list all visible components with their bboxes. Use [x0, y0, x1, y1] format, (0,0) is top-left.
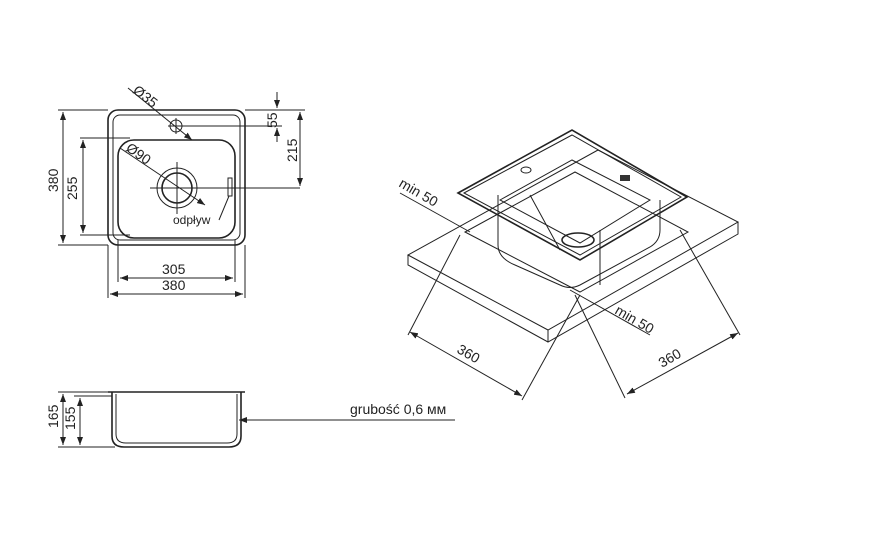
overflow-icon: [227, 177, 233, 197]
overall-height-dim: 380: [45, 168, 61, 192]
min-margin-left: min 50: [397, 175, 442, 210]
bowl-height-dim: 255: [64, 176, 80, 200]
cutout-right-dim: 360: [656, 345, 684, 371]
cutout-left-dim: 360: [455, 341, 483, 367]
drain-label: odpływ: [173, 213, 211, 227]
bowl-depth-dim: 155: [62, 406, 78, 430]
drain-diameter-label: Ø90: [123, 139, 154, 167]
rim-inner: [112, 114, 241, 241]
tap-hole-diameter-label: Ø35: [130, 82, 161, 111]
side-view: 165 155 grubość 0,6 мм: [45, 391, 455, 448]
thickness-label: grubość 0,6 мм: [350, 401, 446, 417]
tap-offset-dim: 55: [264, 112, 280, 128]
top-view: Ø35 Ø90 odpływ 380 255 305 380 55 215: [45, 82, 305, 298]
min-margin-right: min 50: [613, 302, 658, 337]
drain-icon-iso: [561, 232, 595, 248]
overall-width-dim: 380: [162, 277, 186, 293]
overflow-icon-iso: [620, 175, 630, 181]
overall-depth-dim: 165: [45, 404, 61, 428]
sink-rim-iso: [456, 129, 689, 261]
drain-offset-dim: 215: [284, 138, 300, 162]
isometric-view: min 50 min 50 360 360: [397, 129, 741, 401]
tap-hole-icon-iso: [520, 166, 532, 174]
bowl-width-dim: 305: [162, 261, 186, 277]
sink-outline: [107, 109, 246, 246]
sink-profile: [108, 391, 245, 448]
bowl-outline: [117, 139, 236, 239]
